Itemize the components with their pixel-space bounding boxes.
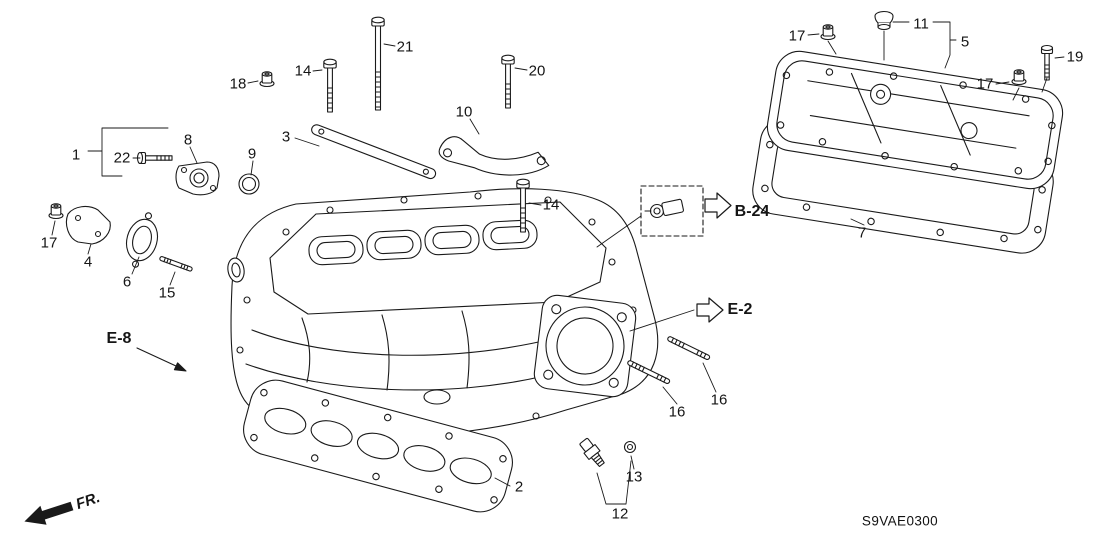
side-port xyxy=(227,257,245,283)
callout-14-b[interactable]: 14 xyxy=(542,196,560,214)
bolt-22 xyxy=(136,151,173,165)
callout-17-b[interactable]: 17 xyxy=(788,27,806,45)
callout-17-c[interactable]: 17 xyxy=(976,75,994,93)
callout-10[interactable]: 10 xyxy=(455,103,473,121)
bolt-19 xyxy=(1040,44,1054,81)
drawing-code: S9VAE0300 xyxy=(861,513,939,529)
washer-13 xyxy=(623,440,637,454)
callout-20[interactable]: 20 xyxy=(528,62,546,80)
lower-gasket xyxy=(243,379,513,513)
gasket-6 xyxy=(125,212,159,268)
e2-arrow-icon xyxy=(696,297,724,323)
throttle-part-8 xyxy=(175,161,220,196)
callout-7[interactable]: 7 xyxy=(857,224,867,242)
callout-2[interactable]: 2 xyxy=(514,478,524,496)
sensor-12 xyxy=(579,437,605,468)
callout-8[interactable]: 8 xyxy=(183,131,193,149)
bolt-20 xyxy=(501,54,515,109)
ref-e2[interactable]: E-2 xyxy=(727,301,753,318)
callout-17-a[interactable]: 17 xyxy=(40,234,58,252)
nut-17-top xyxy=(820,24,836,41)
cap-11 xyxy=(874,10,894,31)
intake-manifold-body xyxy=(227,188,659,438)
b24-ref-box xyxy=(640,185,704,237)
callout-16-a[interactable]: 16 xyxy=(668,403,686,421)
cover-plate-4 xyxy=(65,205,111,245)
callout-16-b[interactable]: 16 xyxy=(710,391,728,409)
throttle-body-flange xyxy=(533,294,637,398)
o-ring-9 xyxy=(238,173,260,195)
callout-18[interactable]: 18 xyxy=(229,75,247,93)
nut-17-right xyxy=(1011,69,1027,86)
nut-17-left xyxy=(48,203,64,220)
callout-21[interactable]: 21 xyxy=(396,38,414,56)
callout-5[interactable]: 5 xyxy=(960,33,970,51)
callout-9[interactable]: 9 xyxy=(247,145,257,163)
callout-3[interactable]: 3 xyxy=(281,128,291,146)
upper-cover-5 xyxy=(766,50,1064,190)
callout-19[interactable]: 19 xyxy=(1066,48,1084,66)
bolt-14-left xyxy=(323,58,337,113)
stud-16-upper xyxy=(666,335,711,361)
ref-b24[interactable]: B-24 xyxy=(734,203,770,220)
nut-18 xyxy=(259,71,275,88)
callout-6[interactable]: 6 xyxy=(122,273,132,291)
runner-ports xyxy=(308,219,538,266)
pipe-3 xyxy=(311,124,437,180)
callout-12[interactable]: 12 xyxy=(611,505,629,523)
leader-lines xyxy=(51,21,1065,505)
b24-arrow-icon xyxy=(704,192,732,219)
callout-14-a[interactable]: 14 xyxy=(294,62,312,80)
bracket-10 xyxy=(438,136,550,176)
callout-15[interactable]: 15 xyxy=(158,284,176,302)
e8-arrow-icon xyxy=(136,347,187,372)
fr-arrow-icon xyxy=(24,501,74,525)
callout-11[interactable]: 11 xyxy=(913,15,929,33)
callout-22[interactable]: 22 xyxy=(113,149,131,167)
bolt-21 xyxy=(371,16,385,111)
callout-1[interactable]: 1 xyxy=(71,146,81,164)
callout-13[interactable]: 13 xyxy=(625,468,643,486)
callout-4[interactable]: 4 xyxy=(83,253,93,271)
ref-e8[interactable]: E-8 xyxy=(106,330,132,347)
stud-15 xyxy=(158,255,194,273)
